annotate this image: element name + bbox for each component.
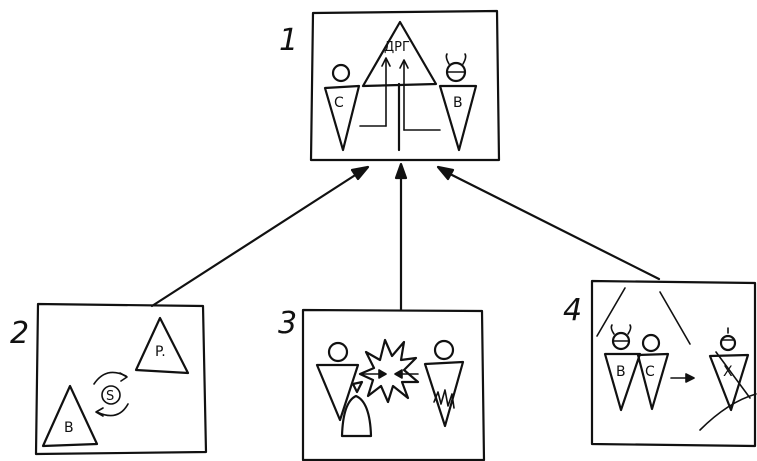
arrow-to-x-head: [685, 373, 695, 383]
panel-4-frame: [590, 279, 757, 448]
figure-x-strike-1: [699, 393, 757, 431]
clash-arrow-right-head: [378, 369, 387, 379]
left-figure-label: C: [334, 95, 344, 111]
left-figure-body: [323, 84, 361, 152]
panel-4: 4 B C X: [563, 279, 757, 448]
panel-4-number: 4: [563, 293, 582, 328]
arrow-from-4: [444, 170, 661, 281]
right-fighter-zigzag: [433, 389, 455, 409]
triangle-b: [41, 384, 99, 448]
left-fighter-bell: [340, 394, 373, 438]
s-circle-label: S: [106, 389, 114, 404]
right-fighter-head: [433, 339, 455, 361]
right-figure-horns: [445, 53, 467, 65]
right-fighter-body: [423, 360, 465, 428]
connector-arrows: [150, 162, 661, 312]
figure-x-helmet: [721, 327, 735, 341]
panel-1: 1 ДРГ C B: [279, 9, 501, 162]
panel-3: 3: [278, 306, 486, 461]
right-figure-label: B: [453, 95, 463, 111]
arrow-from-4-head: [436, 165, 455, 181]
arrow-from-2-head: [350, 165, 370, 181]
cycle-arrow-bottom-head: [95, 407, 104, 417]
panel-2: 2 P. B S: [10, 302, 208, 456]
arrow-from-2: [150, 170, 362, 308]
figure-c-body: [636, 352, 670, 411]
cross-line-right: [659, 291, 691, 345]
figure-c-head: [641, 333, 661, 353]
cycle-arrow-top-head: [119, 372, 128, 382]
explosion: [358, 338, 420, 404]
cycle-arrow-bottom: [96, 403, 129, 417]
s-circle: [101, 385, 121, 405]
panel-2-number: 2: [10, 316, 29, 351]
panel-3-number: 3: [278, 306, 297, 341]
triangle-p: [134, 316, 190, 375]
figure-c-label: C: [645, 364, 655, 380]
panel-1-number: 1: [279, 23, 298, 58]
figure-x-strike-2: [715, 351, 751, 399]
inner-arrow-right-head: [399, 59, 409, 69]
arrow-from-3-head: [394, 162, 408, 180]
left-fighter-head: [327, 341, 349, 363]
right-figure-body: [438, 84, 478, 152]
panel-3-frame: [301, 308, 486, 461]
central-triangle-label: ДРГ: [384, 40, 410, 55]
clash-arrow-left-head: [394, 369, 403, 379]
cross-line-left: [596, 287, 626, 337]
figure-x-head: [719, 334, 737, 352]
figure-x-label: X: [723, 364, 733, 380]
left-fighter-shield: [351, 380, 364, 394]
panel-1-frame: [309, 9, 501, 162]
triangle-b-label: B: [64, 420, 74, 436]
panel-2-frame: [34, 302, 208, 456]
triangle-p-label: P.: [155, 344, 166, 360]
figure-b-horns: [610, 324, 632, 335]
left-fighter-body: [315, 363, 360, 422]
figure-b-label: B: [616, 364, 626, 380]
left-figure-head: [331, 63, 351, 83]
inner-arrow-left-head: [381, 57, 391, 67]
figure-b-body: [603, 352, 642, 412]
